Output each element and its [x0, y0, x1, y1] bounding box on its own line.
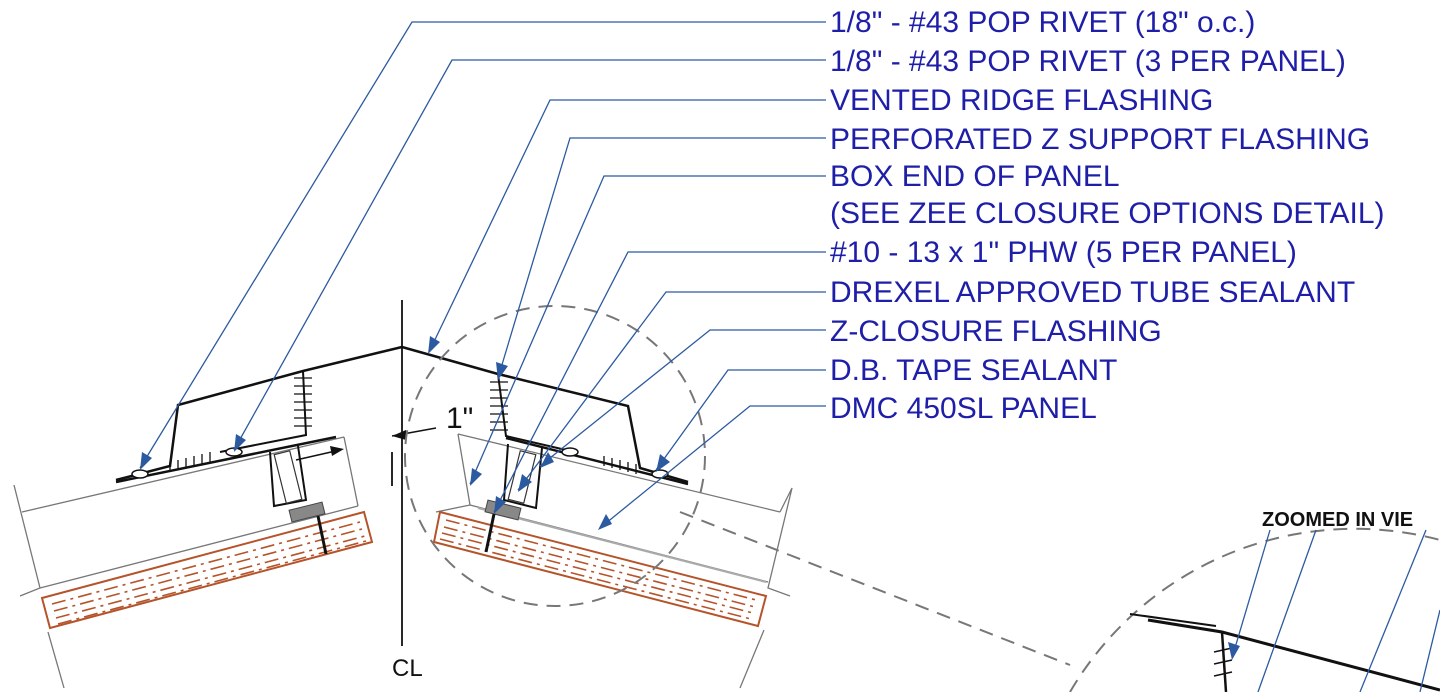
callout-pop-rivet-18oc: 1/8" - #43 POP RIVET (18" o.c.)	[830, 6, 1255, 39]
callout-perforated-z-support: PERFORATED Z SUPPORT FLASHING	[830, 123, 1370, 156]
callout-labels: 1/8" - #43 POP RIVET (18" o.c.) 1/8" - #…	[830, 6, 1385, 425]
zoomed-view-circle	[1069, 527, 1440, 692]
callout-tube-sealant: DREXEL APPROVED TUBE SEALANT	[830, 276, 1355, 309]
left-z-support	[219, 370, 308, 453]
callout-phw-screw: #10 - 13 x 1" PHW (5 PER PANEL)	[830, 236, 1297, 269]
right-insulation-outline	[435, 433, 471, 513]
right-tape-sealant	[484, 499, 522, 521]
right-box-end	[502, 443, 543, 510]
callout-box-end-of-panel: BOX END OF PANEL	[830, 160, 1120, 193]
right-roof-assembly	[401, 345, 793, 689]
right-wood-deck	[432, 510, 768, 628]
callout-see-zee-closure: (SEE ZEE CLOSURE OPTIONS DETAIL)	[830, 197, 1385, 230]
callout-pop-rivet-3-per-panel: 1/8" - #43 POP RIVET (3 PER PANEL)	[830, 45, 1346, 78]
left-ridge-flashing	[115, 345, 403, 482]
centerline-label: CL	[392, 655, 423, 682]
left-wall-outline	[13, 484, 41, 597]
zoomed-view-title: ZOOMED IN VIE	[1262, 509, 1413, 531]
zoom-circle	[404, 305, 706, 607]
left-roof-assembly	[13, 345, 403, 689]
left-insulation-right	[343, 436, 359, 507]
left-tape-sealant	[288, 501, 326, 523]
callout-db-tape-sealant: D.B. TAPE SEALANT	[830, 354, 1117, 387]
leader-lines	[139, 21, 826, 530]
right-z-support	[497, 373, 567, 451]
left-insulation-top	[21, 436, 345, 513]
left-panel-face	[39, 505, 359, 589]
left-wall-lower	[47, 631, 65, 689]
callout-z-closure-flashing: Z-CLOSURE FLASHING	[830, 315, 1162, 348]
callout-dmc-panel: DMC 450SL PANEL	[830, 392, 1097, 425]
centerline-group	[295, 300, 437, 646]
dimension-label: 1"	[446, 402, 473, 435]
zoomed-view-contents	[1129, 529, 1440, 692]
left-wood-deck	[40, 510, 374, 630]
left-box-end	[269, 445, 308, 508]
callout-vented-ridge-flashing: VENTED RIDGE FLASHING	[830, 84, 1213, 117]
